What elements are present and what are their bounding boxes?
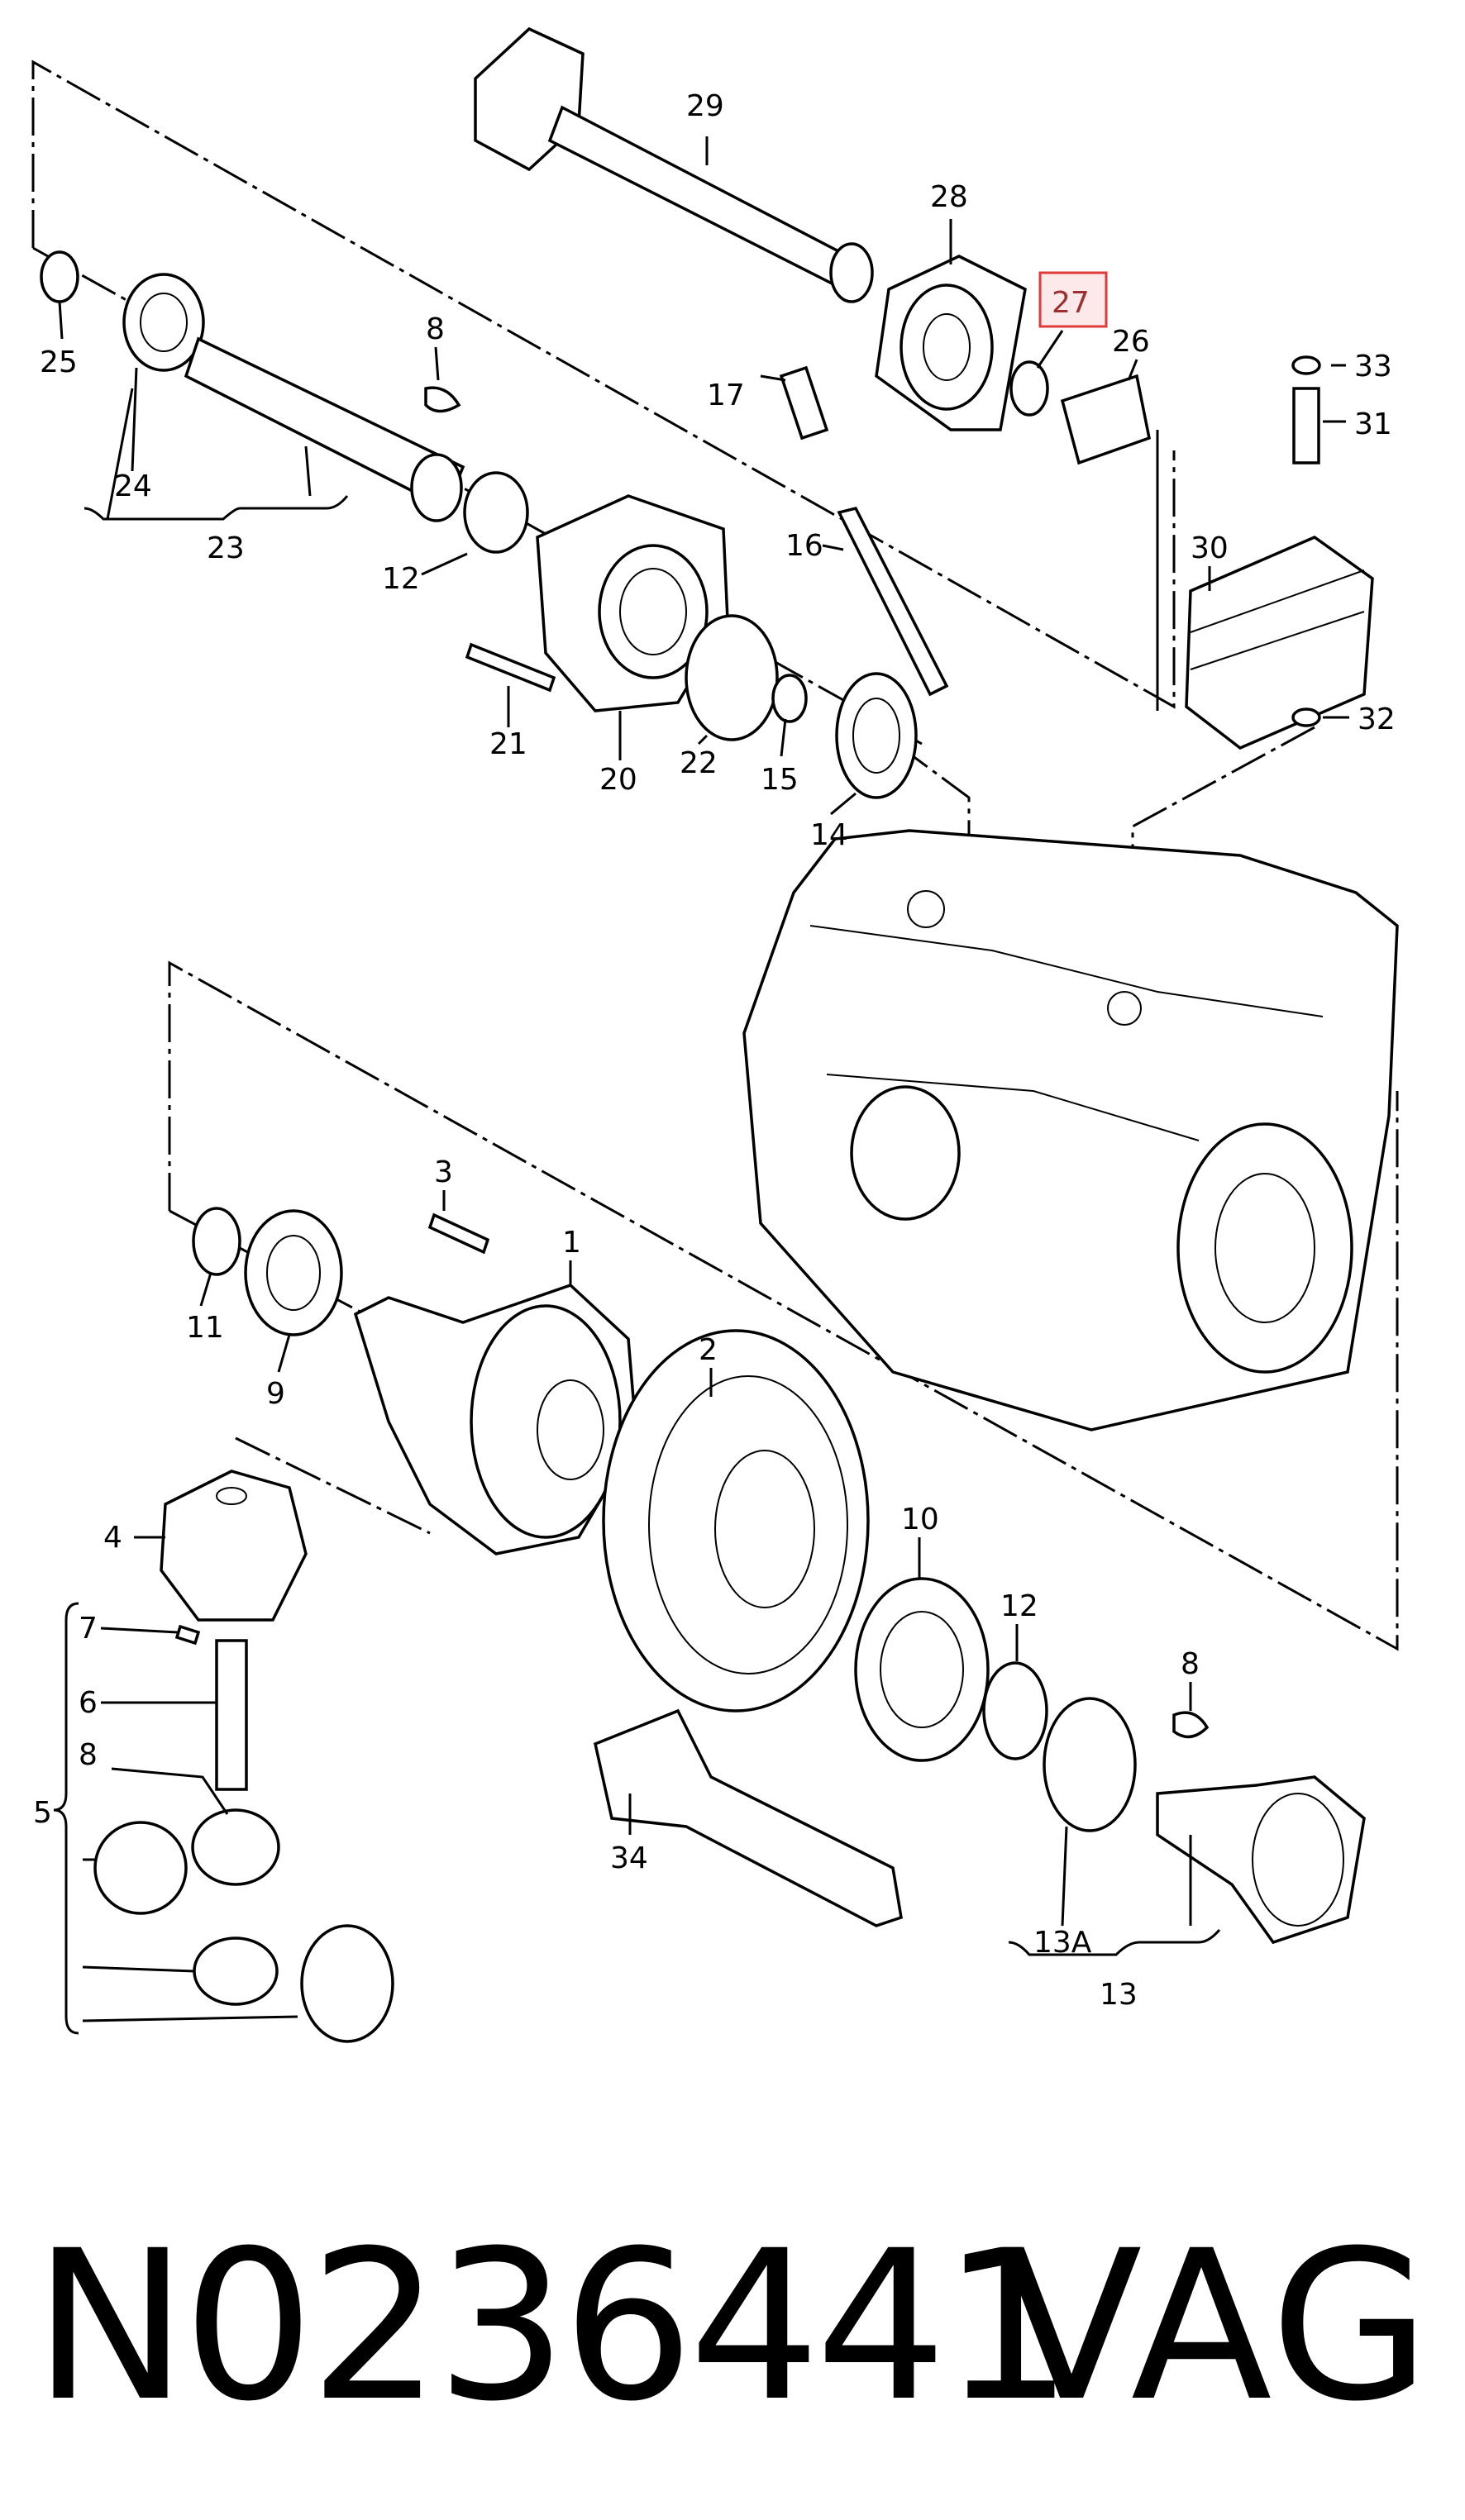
circlip-small-part <box>771 674 808 723</box>
seal-ring-part <box>685 614 779 741</box>
sender-part <box>1292 387 1320 464</box>
callout-26: 26 <box>1112 325 1150 359</box>
oil-cooler-assembly <box>1185 355 1374 750</box>
callout-8-upper: 8 <box>426 312 445 346</box>
callout-13: 13 <box>1100 1978 1138 2012</box>
differential-assembly <box>93 1207 1366 2043</box>
side-gear-left-part <box>93 1821 188 1915</box>
callout-2: 2 <box>699 1333 718 1367</box>
callout-4: 4 <box>103 1521 122 1555</box>
speedometer-drive-part <box>837 506 949 697</box>
callout-17: 17 <box>707 379 745 412</box>
callout-33: 33 <box>1354 350 1392 383</box>
seal-13a-part <box>1043 1697 1137 1832</box>
callout-10: 10 <box>901 1503 939 1536</box>
plug-part <box>779 365 829 441</box>
pinion-shaft-part <box>593 1708 903 1927</box>
callout-9: 9 <box>266 1377 285 1411</box>
roller-bearing-part <box>463 471 529 554</box>
callout-30: 30 <box>1191 531 1229 565</box>
bearing-10-part <box>854 1577 990 1762</box>
group-brackets <box>53 388 1221 2035</box>
callout-23: 23 <box>207 531 245 565</box>
callout-7: 7 <box>79 1612 98 1646</box>
callout-1: 1 <box>562 1226 581 1260</box>
callout-34: 34 <box>610 1841 648 1875</box>
circlip-part <box>40 250 79 303</box>
bolt-part <box>465 642 556 693</box>
callout-29: 29 <box>686 89 724 123</box>
callout-24: 24 <box>114 469 152 503</box>
speedometer-gear-part <box>835 672 918 799</box>
callout-27-highlight <box>1038 271 1108 328</box>
oil-cooler-part <box>1185 536 1374 750</box>
callout-13a: 13A <box>1033 1926 1092 1960</box>
pin-7-part <box>174 1624 201 1646</box>
flange-13-part <box>1156 1775 1366 1945</box>
callout-28: 28 <box>930 180 968 214</box>
callout-8-pinion: 8 <box>79 1738 98 1772</box>
gearbox-housing <box>742 829 1399 1431</box>
callout-27: 27 <box>1052 286 1090 320</box>
tapered-bearing-part <box>244 1209 343 1336</box>
sleeve-part <box>1060 374 1152 465</box>
callout-12-upper: 12 <box>382 562 420 596</box>
brand-label: VAG <box>1000 2206 1432 2446</box>
callout-11: 11 <box>186 1311 224 1345</box>
callout-25: 25 <box>40 345 78 379</box>
callout-14: 14 <box>810 818 848 852</box>
leader-lines <box>58 136 1349 2022</box>
callout-3: 3 <box>434 1155 453 1189</box>
pinion-bottom-part <box>193 1936 279 2006</box>
retaining-clip-part <box>424 386 461 413</box>
callout-labels: 29 28 27 26 33 31 30 32 25 24 23 8 17 16… <box>33 89 1396 2012</box>
part-number: N0236441 <box>33 2206 1073 2446</box>
bolt-3-part <box>427 1212 490 1255</box>
exploded-parts-diagram: 29 28 27 26 33 31 30 32 25 24 23 8 17 16… <box>31 26 1399 2043</box>
pinion-8-part <box>191 1808 280 1886</box>
callout-16: 16 <box>785 529 823 563</box>
callout-12-lower: 12 <box>1000 1589 1038 1623</box>
shaft-6-part <box>215 1639 248 1791</box>
callout-32: 32 <box>1358 703 1396 736</box>
circlip-11-part <box>192 1207 241 1276</box>
bearing-race-part <box>122 273 205 372</box>
callout-5: 5 <box>33 1796 52 1830</box>
differential-cage-part <box>160 1470 308 1622</box>
callout-31: 31 <box>1354 407 1392 441</box>
washer-bottom-part <box>1291 707 1321 727</box>
crown-wheel-part <box>602 1329 870 1713</box>
callout-21: 21 <box>489 727 527 761</box>
clip-lower-part <box>1172 1711 1210 1739</box>
upper-shaft-assembly <box>40 26 1152 799</box>
side-gear-right-part <box>300 1924 394 2043</box>
callout-20: 20 <box>599 763 637 797</box>
callout-22: 22 <box>680 746 718 780</box>
washer-top-part <box>1291 355 1321 375</box>
callout-6: 6 <box>79 1686 98 1720</box>
o-ring-part <box>1009 360 1049 417</box>
bearing-12-part <box>982 1661 1048 1760</box>
callout-8-lower: 8 <box>1181 1647 1200 1681</box>
callout-15: 15 <box>761 763 799 797</box>
